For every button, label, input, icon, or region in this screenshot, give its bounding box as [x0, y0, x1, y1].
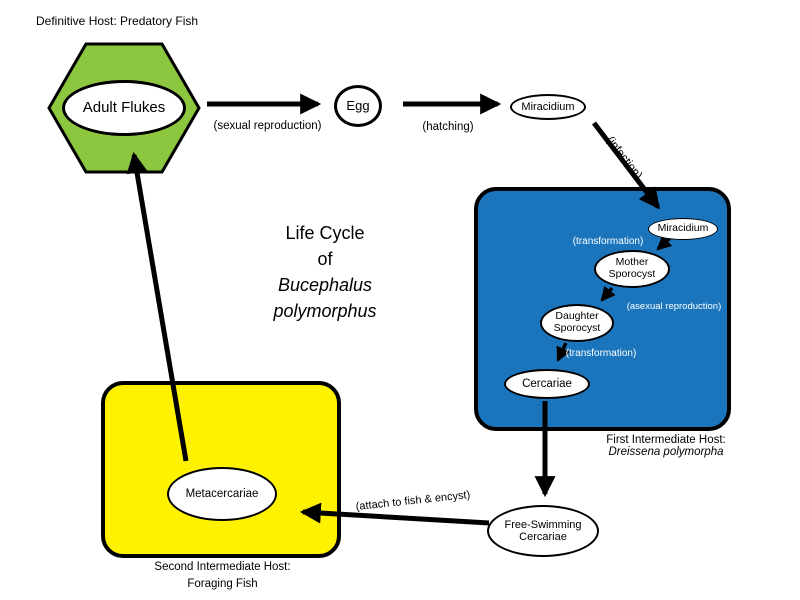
node-miracidium-internal: Miracidium	[648, 218, 718, 240]
first-intermediate-host-caption: First Intermediate Host: Dreissena polym…	[583, 434, 749, 458]
definitive-host-caption: Definitive Host: Predatory Fish	[36, 14, 199, 28]
arrow-mother-to-daughter-sporocyst	[600, 285, 616, 302]
edge-label-asexual-reproduction: (asexual reproduction)	[626, 301, 722, 312]
arrow-attach-to-fish	[299, 502, 490, 526]
first-host-caption-line-1: First Intermediate Host:	[606, 434, 726, 446]
second-intermediate-host-caption: Second Intermediate Host: Foraging Fish	[120, 559, 325, 593]
title-line-3: Bucephalus	[277, 275, 373, 295]
second-host-caption-line-1: Second Intermediate Host:	[154, 561, 291, 573]
edge-label-sexual-reproduction: (sexual reproduction)	[213, 120, 322, 132]
arrow-daughter-to-cercariae	[556, 342, 570, 362]
arrow-infection	[592, 121, 660, 210]
diagram-title: Life Cycle of Bucephalus polymorphus	[240, 220, 410, 324]
second-host-caption-line-2: Foraging Fish	[187, 578, 258, 590]
arrow-miracidium-to-mother-sporocyst	[656, 235, 673, 251]
title-line-2: of	[317, 249, 333, 269]
node-egg: Egg	[334, 85, 382, 127]
edge-label-transformation-2: (transformation)	[565, 348, 637, 359]
first-host-caption-line-2: Dreissena polymorpha	[608, 446, 724, 458]
node-cercariae: Cercariae	[504, 369, 590, 399]
node-metacercariae: Metacercariae	[167, 467, 277, 521]
edge-label-transformation-1: (transformation)	[572, 236, 644, 247]
title-line-1: Life Cycle	[285, 223, 365, 243]
edge-label-hatching: (hatching)	[422, 121, 474, 133]
title-line-4: polymorphus	[273, 301, 377, 321]
arrow-metacercariae-to-adult-flukes	[126, 151, 189, 462]
node-miracidium: Miracidium	[510, 94, 586, 120]
node-free-swimming-cercariae: Free-Swimming Cercariae	[487, 505, 599, 557]
node-daughter-sporocyst: Daughter Sporocyst	[540, 304, 614, 342]
node-adult-flukes: Adult Flukes	[62, 80, 186, 136]
node-mother-sporocyst: Mother Sporocyst	[594, 250, 670, 288]
